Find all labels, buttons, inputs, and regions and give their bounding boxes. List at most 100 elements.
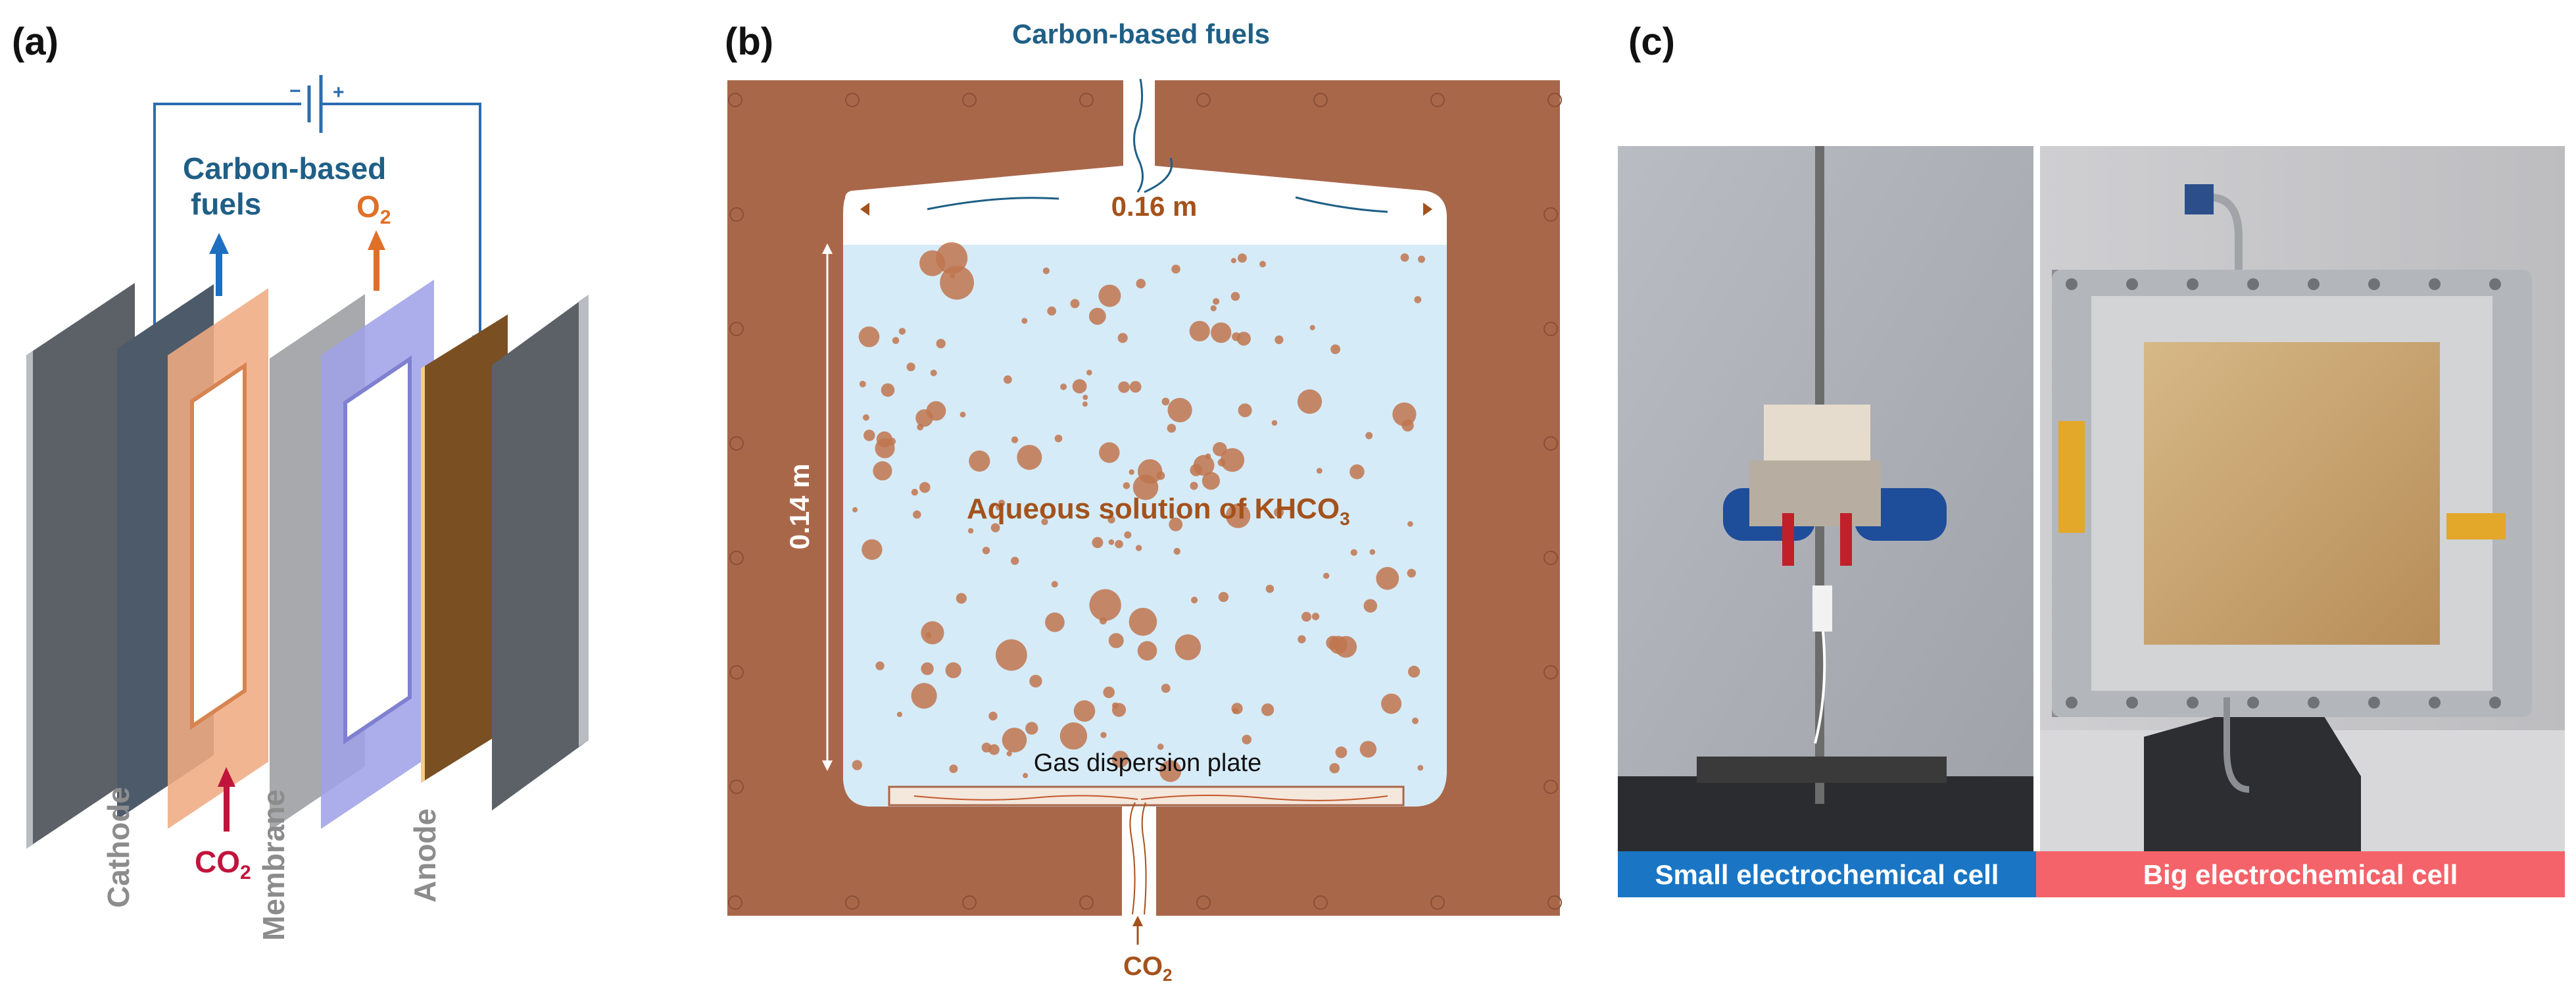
bolt-hole bbox=[1543, 665, 1558, 680]
bubble bbox=[859, 380, 866, 387]
frame-bolt bbox=[2126, 697, 2138, 709]
bolt-hole bbox=[1543, 322, 1558, 336]
panel-label-c: (c) bbox=[1628, 20, 1675, 63]
bubble bbox=[1138, 459, 1163, 484]
bubble bbox=[1112, 702, 1119, 709]
bubble bbox=[896, 711, 902, 718]
bubble bbox=[1329, 762, 1340, 774]
bolt-hole bbox=[729, 780, 744, 794]
bubble bbox=[1060, 384, 1067, 390]
bubble bbox=[1189, 320, 1210, 341]
bubble bbox=[981, 742, 992, 753]
bubble bbox=[1098, 284, 1121, 307]
bubble bbox=[1021, 318, 1028, 324]
bubble bbox=[1161, 397, 1170, 406]
bubble bbox=[858, 326, 880, 347]
fuel-label-line2: fuels bbox=[191, 187, 261, 221]
bubble bbox=[1118, 381, 1130, 393]
bubble bbox=[1323, 572, 1330, 579]
bubble bbox=[1335, 746, 1348, 759]
inlet-flow-lines bbox=[1129, 802, 1147, 915]
bolt-hole bbox=[962, 93, 977, 107]
solution-label-sub: 3 bbox=[1340, 509, 1350, 529]
bubble bbox=[1088, 307, 1106, 325]
bubble bbox=[950, 273, 956, 279]
bubble bbox=[1309, 325, 1315, 330]
o2-out-arrow bbox=[368, 230, 385, 291]
bubble bbox=[1330, 344, 1340, 355]
electrolyte-liquid bbox=[843, 245, 1447, 807]
bolt-hole bbox=[845, 895, 860, 910]
anode-label: Anode bbox=[408, 809, 442, 903]
bubble bbox=[1086, 370, 1092, 376]
bubble bbox=[1173, 547, 1180, 555]
bubble bbox=[1213, 298, 1220, 305]
bubble bbox=[936, 339, 946, 349]
frame-bolt bbox=[2247, 697, 2259, 709]
bubble bbox=[1161, 684, 1171, 693]
panel-a-diagram: − + bbox=[26, 75, 589, 941]
bubble bbox=[862, 539, 883, 560]
frame-bolt bbox=[2066, 697, 2078, 709]
bubble bbox=[1417, 764, 1424, 771]
co2-inlet-label: CO2 bbox=[1123, 952, 1172, 985]
bubble bbox=[863, 414, 869, 421]
co2-label-a-base: CO bbox=[195, 845, 240, 879]
bolt-hole bbox=[1430, 895, 1445, 910]
bubble bbox=[1205, 453, 1211, 459]
bolt-hole bbox=[962, 895, 977, 910]
bubble bbox=[967, 528, 974, 534]
panel-label-a: (a) bbox=[12, 20, 59, 63]
bubble bbox=[1169, 517, 1183, 532]
bubble bbox=[930, 369, 937, 376]
bubble bbox=[1274, 507, 1284, 518]
bolt-hole bbox=[1543, 551, 1558, 565]
end-plate-right bbox=[492, 295, 589, 810]
frame-bolt bbox=[2308, 697, 2320, 709]
bubble bbox=[913, 510, 921, 519]
bolt-hole bbox=[1547, 93, 1562, 107]
fuel-label-line1: Carbon-based bbox=[183, 151, 386, 186]
bubble bbox=[1167, 397, 1192, 423]
bubbles bbox=[852, 242, 1425, 782]
bubble bbox=[1159, 760, 1182, 782]
bolt-hole bbox=[845, 93, 860, 107]
bubble bbox=[1329, 635, 1348, 655]
bubble bbox=[1129, 469, 1134, 475]
bubble bbox=[1218, 591, 1229, 603]
bubble bbox=[892, 337, 900, 344]
bubble bbox=[996, 639, 1027, 671]
bubble bbox=[1042, 267, 1050, 274]
plate-flow-arrows bbox=[913, 794, 1388, 801]
battery-plus-sign: + bbox=[333, 82, 345, 103]
bolt-hole bbox=[1196, 93, 1211, 107]
bubble bbox=[982, 547, 990, 555]
left-flow-arrowhead bbox=[860, 203, 869, 216]
frame-bolt bbox=[2308, 278, 2320, 290]
bubble bbox=[1230, 291, 1240, 301]
bubble bbox=[1025, 722, 1038, 735]
bubble bbox=[1045, 612, 1065, 632]
bubble bbox=[1117, 333, 1128, 343]
bubble bbox=[1190, 482, 1198, 490]
bubble bbox=[1099, 617, 1107, 625]
bubble bbox=[919, 482, 931, 493]
bolt-hole bbox=[1543, 207, 1558, 222]
bubble bbox=[956, 593, 967, 604]
bubble bbox=[940, 265, 974, 300]
bubble bbox=[1376, 566, 1399, 590]
bubble bbox=[1225, 503, 1251, 528]
anode-plate bbox=[421, 314, 508, 783]
battery-minus-sign: − bbox=[289, 80, 301, 102]
width-label: 0.16 m bbox=[1111, 191, 1198, 222]
bubble bbox=[1002, 728, 1027, 753]
bubble bbox=[1157, 743, 1164, 750]
bubble bbox=[1418, 255, 1425, 263]
bubble bbox=[1392, 402, 1417, 426]
bubble bbox=[1011, 557, 1019, 565]
bubble bbox=[898, 328, 906, 335]
end-plate-left bbox=[26, 283, 135, 849]
bubble bbox=[990, 523, 1000, 533]
bubble bbox=[1259, 261, 1266, 268]
frame-bolt bbox=[2489, 697, 2501, 709]
